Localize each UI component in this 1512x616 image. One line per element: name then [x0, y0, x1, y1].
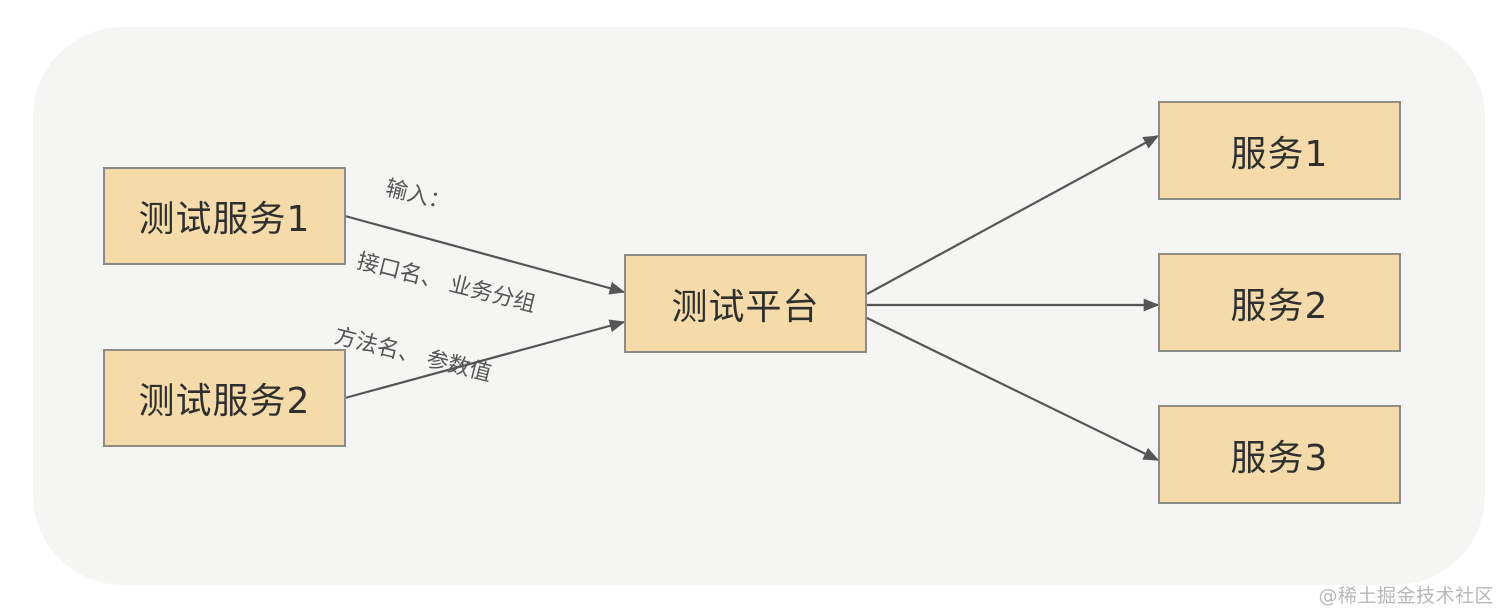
node-service-2: 服务2 [1158, 253, 1401, 352]
node-label: 测试服务1 [138, 199, 311, 240]
node-label: 服务3 [1230, 437, 1329, 479]
node-service-3: 服务3 [1158, 405, 1401, 504]
node-label: 测试平台 [671, 286, 820, 328]
node-test-service-1: 测试服务1 [103, 167, 346, 265]
node-test-platform: 测试平台 [624, 254, 867, 353]
node-service-1: 服务1 [1158, 101, 1401, 200]
node-label: 测试服务2 [138, 381, 311, 422]
edge-test-service-2-to-platform [344, 319, 626, 400]
node-label: 服务2 [1230, 285, 1329, 327]
edge-test-service-1-to-platform [344, 214, 626, 295]
edge-label-line: 输入： [382, 175, 454, 217]
edge-label-line: 接口名、 业务分组 [354, 249, 538, 318]
node-test-service-2: 测试服务2 [103, 349, 346, 447]
node-label: 服务1 [1230, 133, 1329, 175]
edge-label-line: 方法名、 参数值 [331, 323, 494, 388]
edge-platform-to-service-1 [866, 135, 1160, 295]
edge-platform-to-service-3 [866, 317, 1160, 461]
watermark: @稀土掘金技术社区 [1318, 585, 1494, 607]
